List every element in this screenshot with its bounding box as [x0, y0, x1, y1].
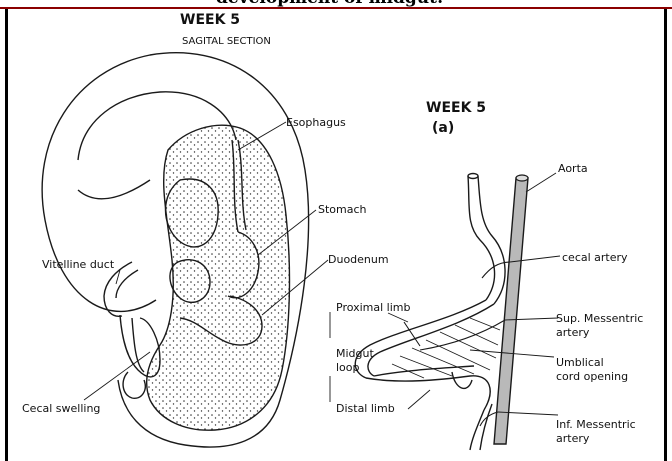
label-distal-limb: Distal limb — [336, 402, 395, 415]
label-cecal-swelling: Cecal swelling — [22, 402, 100, 415]
label-inf-mesenteric-2: artery — [556, 432, 589, 445]
label-midgut-1: Midgut — [336, 347, 374, 360]
face-curve — [78, 180, 150, 199]
label-duodenum: Duodenum — [328, 253, 389, 266]
label-esophagus: Esophagus — [286, 116, 346, 129]
label-stomach: Stomach — [318, 203, 367, 216]
label-aorta: Aorta — [558, 162, 588, 175]
label-umbilical-2: cord opening — [556, 370, 628, 383]
label-vitelline-duct: Vitelline duct — [42, 258, 114, 271]
dotted-mesenchyme — [147, 125, 290, 430]
label-sup-mesenteric-1: Sup. Messentric — [556, 312, 643, 325]
aorta-vessel — [494, 175, 528, 444]
label-sup-mesenteric-2: artery — [556, 326, 589, 339]
label-proximal-limb: Proximal limb — [336, 301, 411, 314]
left-panel-subtitle: SAGITAL SECTION — [182, 35, 271, 48]
left-panel-title: WEEK 5 — [180, 12, 240, 28]
artery-branches — [404, 262, 510, 426]
cecal-swelling-bulb — [123, 372, 145, 398]
label-midgut-2: loop — [336, 361, 360, 374]
right-panel-title: WEEK 5 — [426, 100, 486, 116]
right-panel-subtitle: (a) — [432, 120, 454, 136]
label-cecal-artery: cecal artery — [562, 251, 628, 264]
embryo-drawing — [42, 53, 308, 447]
label-inf-mesenteric-1: Inf. Messentric — [556, 418, 636, 431]
label-umbilical-1: Umblical — [556, 356, 604, 369]
